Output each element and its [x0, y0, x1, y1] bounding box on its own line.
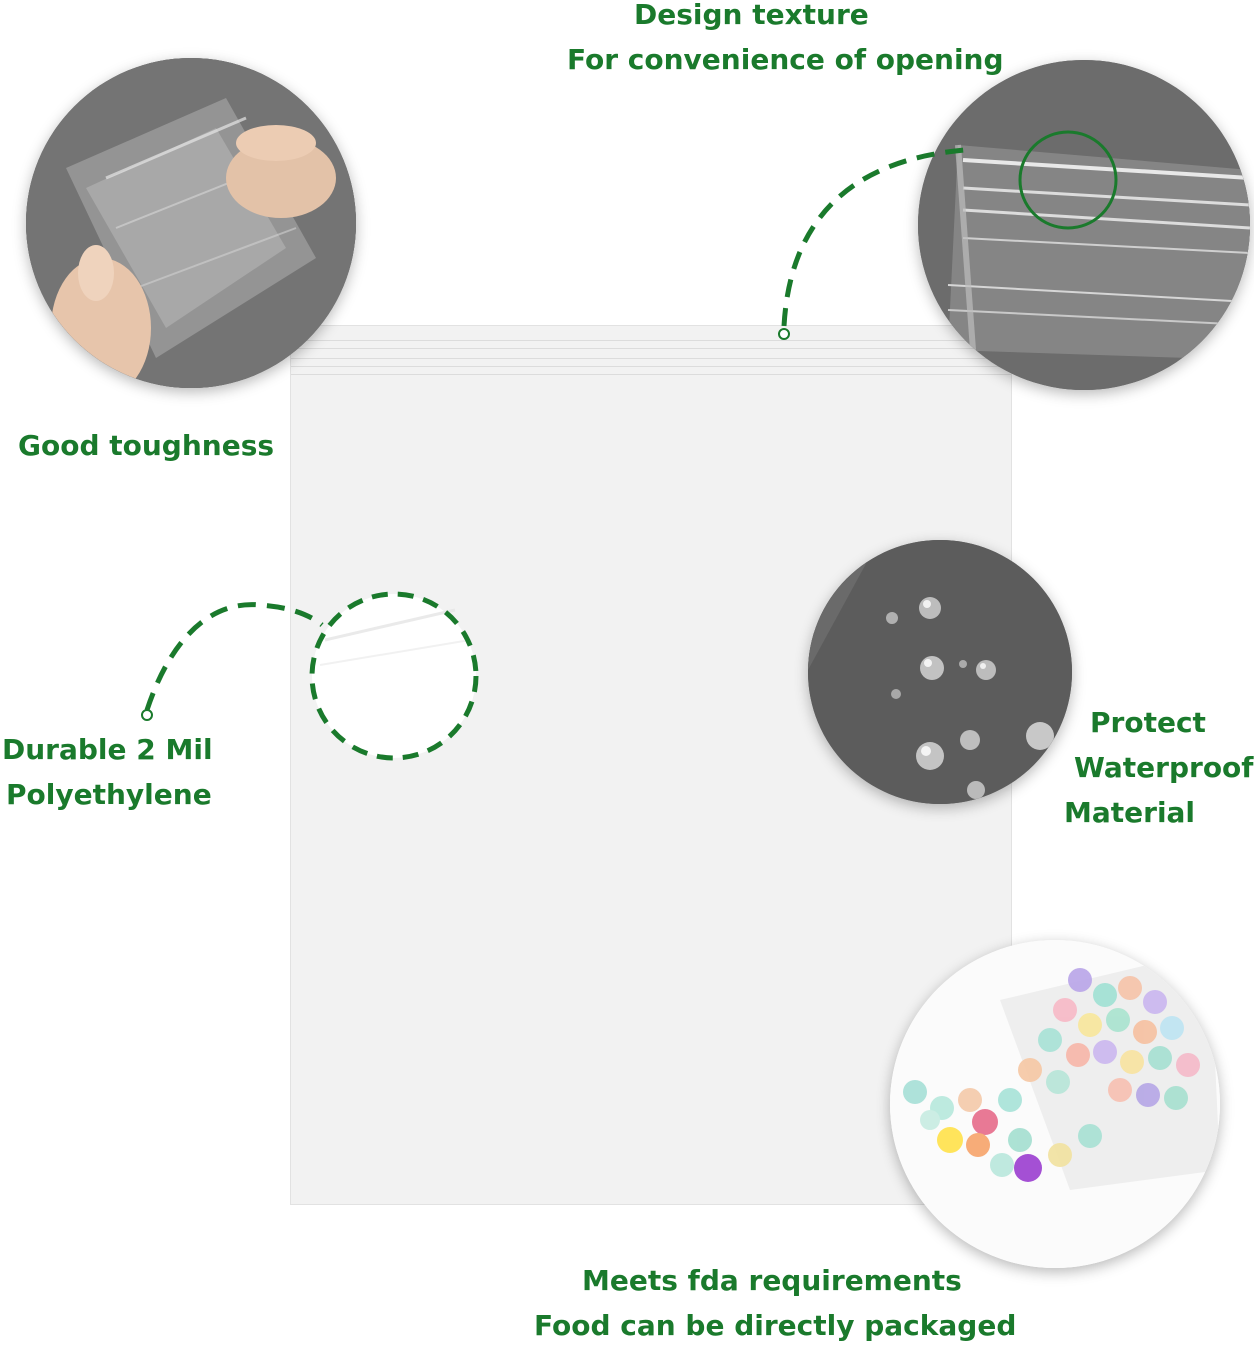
water-droplets-image [808, 540, 1072, 804]
food-packaged-label: Food can be directly packaged [534, 1309, 1017, 1342]
colorful-beads-image [890, 940, 1220, 1268]
zip-track-line [291, 340, 1011, 341]
material-label: Material [1064, 796, 1196, 829]
zipper-closeup-image [918, 60, 1250, 390]
opening-convenience-label: For convenience of opening [567, 43, 1004, 76]
fda-requirements-label: Meets fda requirements [582, 1264, 962, 1297]
waterproof-label: Waterproof [1074, 751, 1254, 784]
protect-label: Protect [1090, 706, 1206, 739]
zip-track-line [291, 366, 1011, 367]
durable-mil-label: Durable 2 Mil [2, 733, 213, 766]
zip-track-line [291, 374, 1011, 375]
waterproof-photo [808, 540, 1072, 804]
zip-track-line [291, 348, 1011, 349]
design-texture-label: Design texture [634, 0, 869, 31]
food-photo [890, 940, 1220, 1268]
good-toughness-label: Good toughness [18, 429, 275, 462]
stretched-film-image [26, 58, 356, 388]
zip-track-line [291, 358, 1011, 359]
zipper-photo [918, 60, 1250, 390]
toughness-photo [26, 58, 356, 388]
polyethylene-label: Polyethylene [6, 778, 212, 811]
durable-callout-dot [141, 709, 153, 721]
